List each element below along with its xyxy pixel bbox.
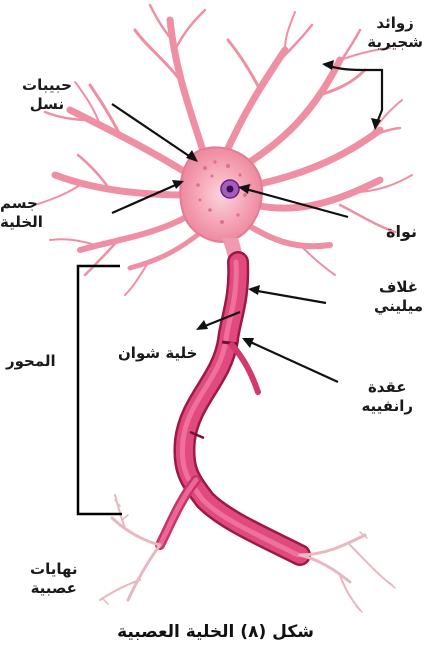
nucleolus [227, 186, 234, 193]
label-cell-body: جسم الخلية [0, 194, 43, 232]
cell-body [180, 147, 262, 241]
label-axon-terminals: نهايات عصبية [30, 560, 78, 598]
label-dendrites: زوائد شجيرية [367, 14, 423, 52]
figure-caption: شكل (٨) الخلية العصبية [0, 622, 431, 642]
label-nucleus: نواة [386, 222, 417, 242]
axon-bracket [78, 266, 122, 514]
label-myelin-sheath: غلاف ميليني [374, 278, 423, 316]
label-axon: المحور [6, 352, 56, 371]
label-schwann-cell: خلية شوان [118, 344, 197, 363]
label-nissl-granules: حبيبات نسل [22, 76, 72, 114]
label-node-of-ranvier: عقدة رانفييه [361, 378, 413, 416]
axon-terminals [100, 495, 395, 612]
axon [160, 262, 300, 555]
